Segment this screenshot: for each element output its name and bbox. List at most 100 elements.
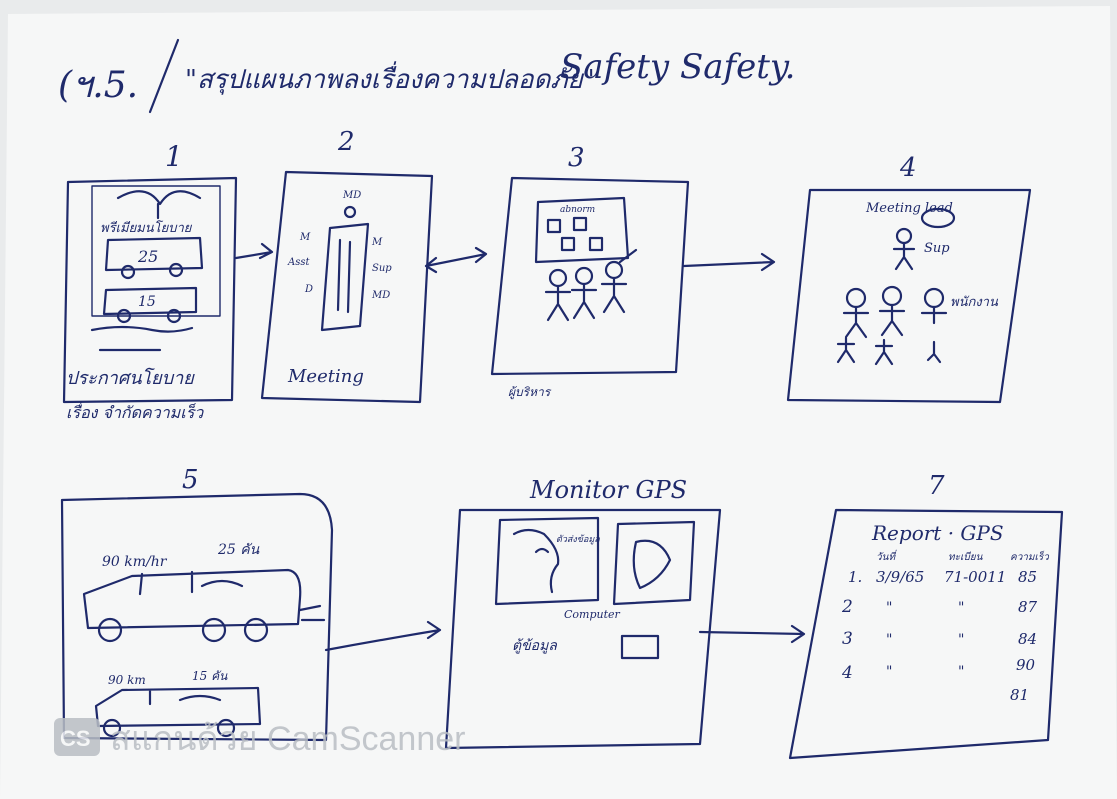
screen-box xyxy=(588,236,604,252)
seat-label: Asst xyxy=(287,257,310,268)
arrow-1-2 xyxy=(234,242,274,260)
paper-sheet xyxy=(0,6,1117,799)
arrow-2-3 xyxy=(424,246,488,274)
wheel xyxy=(120,264,136,280)
screen-label: abnorm xyxy=(560,205,595,215)
panel-caption: Meeting xyxy=(287,366,364,387)
panel-frame xyxy=(788,508,1064,760)
seat-label: MD xyxy=(371,290,390,301)
bus-large xyxy=(82,568,302,630)
panel-number: 2 xyxy=(337,127,355,157)
header-slash xyxy=(148,38,180,114)
panel-frame xyxy=(260,170,434,404)
report-date: " xyxy=(886,664,892,680)
wheel xyxy=(97,617,123,643)
monitor-detail xyxy=(612,520,696,606)
panel-2: 2 MD M Asst D M Sup MD Meeting xyxy=(260,127,434,404)
panel-frame xyxy=(62,176,238,404)
seat-label: M xyxy=(371,237,383,248)
staff-figure xyxy=(874,338,894,366)
panel-number: 4 xyxy=(899,153,917,183)
cs-logo-glyph: CS xyxy=(60,726,91,751)
panel-frame xyxy=(490,176,690,376)
count-label: 25 คัน xyxy=(217,542,260,558)
cs-logo-icon xyxy=(54,718,100,756)
seat-label: M xyxy=(299,232,311,243)
report-no: 2 xyxy=(841,597,853,617)
bus-bottom xyxy=(102,286,198,316)
detail-shape xyxy=(632,539,672,590)
stick-figure xyxy=(600,248,638,314)
computer-label: Computer xyxy=(564,608,621,621)
watermark: CS สแกนด้วย CamScanner xyxy=(54,718,465,758)
gps-device xyxy=(620,634,660,660)
scene-label: Meeting lead xyxy=(865,201,953,216)
report-row: 81 xyxy=(1010,686,1029,704)
header-title: "สรุปแผนภาพลงเรื่องความปลอดภัย" xyxy=(185,61,595,95)
bus-bottom-count: 15 xyxy=(138,294,156,310)
panel-frame xyxy=(60,492,334,742)
seat-label: MD xyxy=(342,190,361,201)
wheel xyxy=(243,617,269,643)
monitor-map xyxy=(494,516,600,606)
report-speed: 87 xyxy=(1018,598,1038,616)
wheel xyxy=(168,262,184,278)
report-plate: " xyxy=(958,664,964,680)
staff-figure xyxy=(926,340,942,364)
panel-number: 7 xyxy=(928,471,945,501)
wheel xyxy=(116,308,132,324)
panel-frame xyxy=(786,188,1032,404)
report-row: 3 " " 84 xyxy=(842,629,1037,649)
arrow-5-6 xyxy=(324,620,442,652)
header-subtitle: Safety Safety. xyxy=(560,47,795,87)
arrow-6-7 xyxy=(698,624,806,644)
screen xyxy=(534,196,630,264)
panel-number: 1 xyxy=(165,140,183,173)
watermark-text: สแกนด้วย CamScanner xyxy=(110,720,465,758)
report-row: 2 " " 87 xyxy=(841,597,1038,617)
arrow-3-4 xyxy=(682,252,776,272)
wheel xyxy=(166,308,182,324)
panel-caption: ประกาศนโยบาย xyxy=(66,367,195,389)
panel-3: 3 abnorm ผู้บริหาร xyxy=(490,143,690,400)
device-label: ตู้ข้อมูล xyxy=(512,638,558,654)
panel-caption: Monitor GPS xyxy=(529,476,687,504)
report-no: 4 xyxy=(841,663,853,683)
report-title: Report · GPS xyxy=(871,521,1004,545)
map-label: ตัวส่งข้อมูล xyxy=(556,534,600,545)
speech-bubble xyxy=(920,207,956,229)
map-outline xyxy=(512,528,560,594)
seat-label: Sup xyxy=(372,263,392,274)
supervisor-figure xyxy=(892,227,916,271)
meeting-table xyxy=(320,222,370,332)
bus-top xyxy=(104,236,204,272)
report-speed: 81 xyxy=(1010,686,1029,704)
report-date: 3/9/65 xyxy=(876,568,924,586)
report-no: 3 xyxy=(842,629,853,649)
staff-figure xyxy=(842,287,870,339)
header: (ฯ.5. "สรุปแผนภาพลงเรื่องความปลอดภัย" Sa… xyxy=(58,38,795,114)
speed-label: 90 km/hr xyxy=(102,554,168,570)
wheel xyxy=(102,718,122,738)
screen-box xyxy=(572,216,588,232)
report-plate: 71-0011 xyxy=(944,568,1006,586)
poster-text: พรีเมียมนโยบาย xyxy=(100,220,193,236)
header-prefix: (ฯ.5. xyxy=(58,65,138,106)
panel-7: 7 Report · GPS วันที่ ทะเบียน ความเร็ว 1… xyxy=(788,471,1064,760)
speed-label: 90 km xyxy=(108,673,146,687)
report-speed: 85 xyxy=(1018,568,1037,586)
panel-number: 3 xyxy=(568,143,585,173)
report-header: ทะเบียน xyxy=(948,551,984,563)
panel-1: 1 พรีเมียมนโยบาย 25 15 ประกาศนโยบาย เรื่… xyxy=(62,140,238,422)
stick-figure xyxy=(544,268,572,322)
wheel xyxy=(216,718,236,738)
report-speed: 84 xyxy=(1018,630,1037,648)
stick-figure xyxy=(570,266,598,320)
panel-caption: ผู้บริหาร xyxy=(508,385,552,400)
report-row: 4 " " 90 xyxy=(841,656,1036,683)
scene-label: Sup xyxy=(924,241,950,256)
report-no: 1. xyxy=(848,568,862,586)
report-plate: " xyxy=(958,632,964,648)
scene-label: พนักงาน xyxy=(950,295,999,310)
